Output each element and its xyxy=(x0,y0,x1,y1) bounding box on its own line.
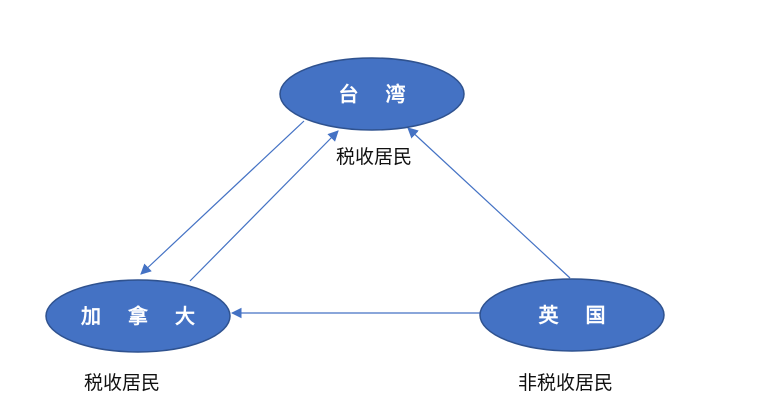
arrow-taiwan-to-canada xyxy=(140,120,305,275)
node-canada-label: 加 拿 大 xyxy=(80,304,205,328)
node-uk-ellipse xyxy=(479,278,665,352)
caption-canada: 税收居民 xyxy=(84,372,160,394)
node-taiwan: 台 湾 xyxy=(279,57,465,131)
node-canada: 加 拿 大 xyxy=(45,279,231,353)
arrow-uk-to-taiwan xyxy=(407,127,571,279)
node-taiwan-label: 台 湾 xyxy=(339,82,416,106)
arrow-canada-to-taiwan xyxy=(189,130,339,282)
node-taiwan-ellipse xyxy=(279,57,465,131)
node-uk: 英 国 xyxy=(479,278,665,352)
node-canada-ellipse xyxy=(45,279,231,353)
caption-uk: 非税收居民 xyxy=(518,372,613,394)
caption-taiwan: 税收居民 xyxy=(336,146,412,168)
node-uk-label: 英 国 xyxy=(539,303,616,327)
